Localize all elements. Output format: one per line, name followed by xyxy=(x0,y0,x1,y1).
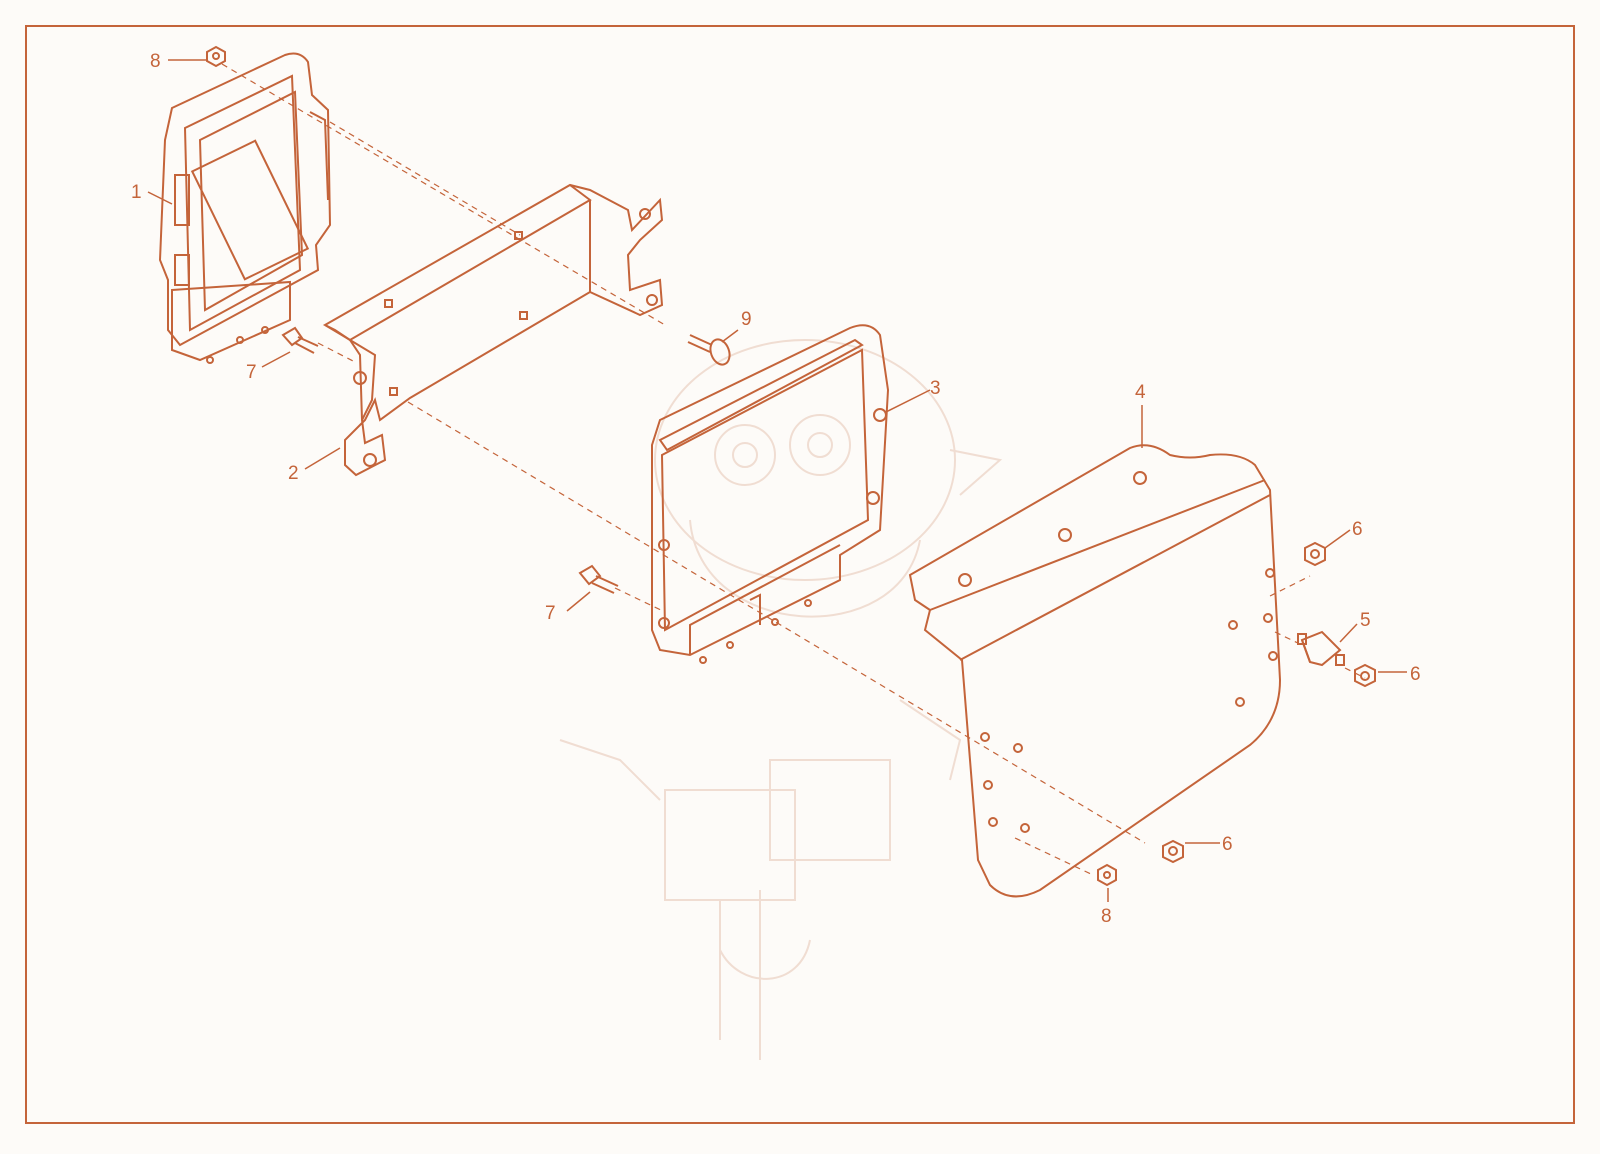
label-part-4: 4 xyxy=(1135,382,1146,403)
part-labels: 8 1 7 2 7 9 3 4 6 5 6 6 8 xyxy=(131,51,1421,927)
label-part-6-mid: 6 xyxy=(1410,664,1421,685)
ecu-module-drawing xyxy=(158,52,332,364)
label-part-7-top: 7 xyxy=(246,362,257,383)
hardware-drawings xyxy=(206,45,1376,887)
label-part-6-bottom: 6 xyxy=(1222,834,1233,855)
mounting-bracket-drawing xyxy=(322,183,664,477)
drawing-frame xyxy=(25,25,1575,1124)
label-part-8-bottom: 8 xyxy=(1101,906,1112,927)
label-part-5: 5 xyxy=(1360,610,1371,631)
label-part-9: 9 xyxy=(741,309,752,330)
label-part-3: 3 xyxy=(930,378,941,399)
label-part-8-top: 8 xyxy=(150,51,161,72)
label-part-2: 2 xyxy=(288,463,299,484)
ecu-cover-drawing xyxy=(651,324,890,664)
label-part-1: 1 xyxy=(131,182,142,203)
mounting-plate-drawing xyxy=(908,444,1282,898)
label-part-7-mid: 7 xyxy=(545,603,556,624)
label-part-6-top: 6 xyxy=(1352,519,1363,540)
ghost-illustration xyxy=(559,339,1003,1060)
alignment-lines xyxy=(221,63,1366,876)
leader-lines xyxy=(147,59,1407,902)
